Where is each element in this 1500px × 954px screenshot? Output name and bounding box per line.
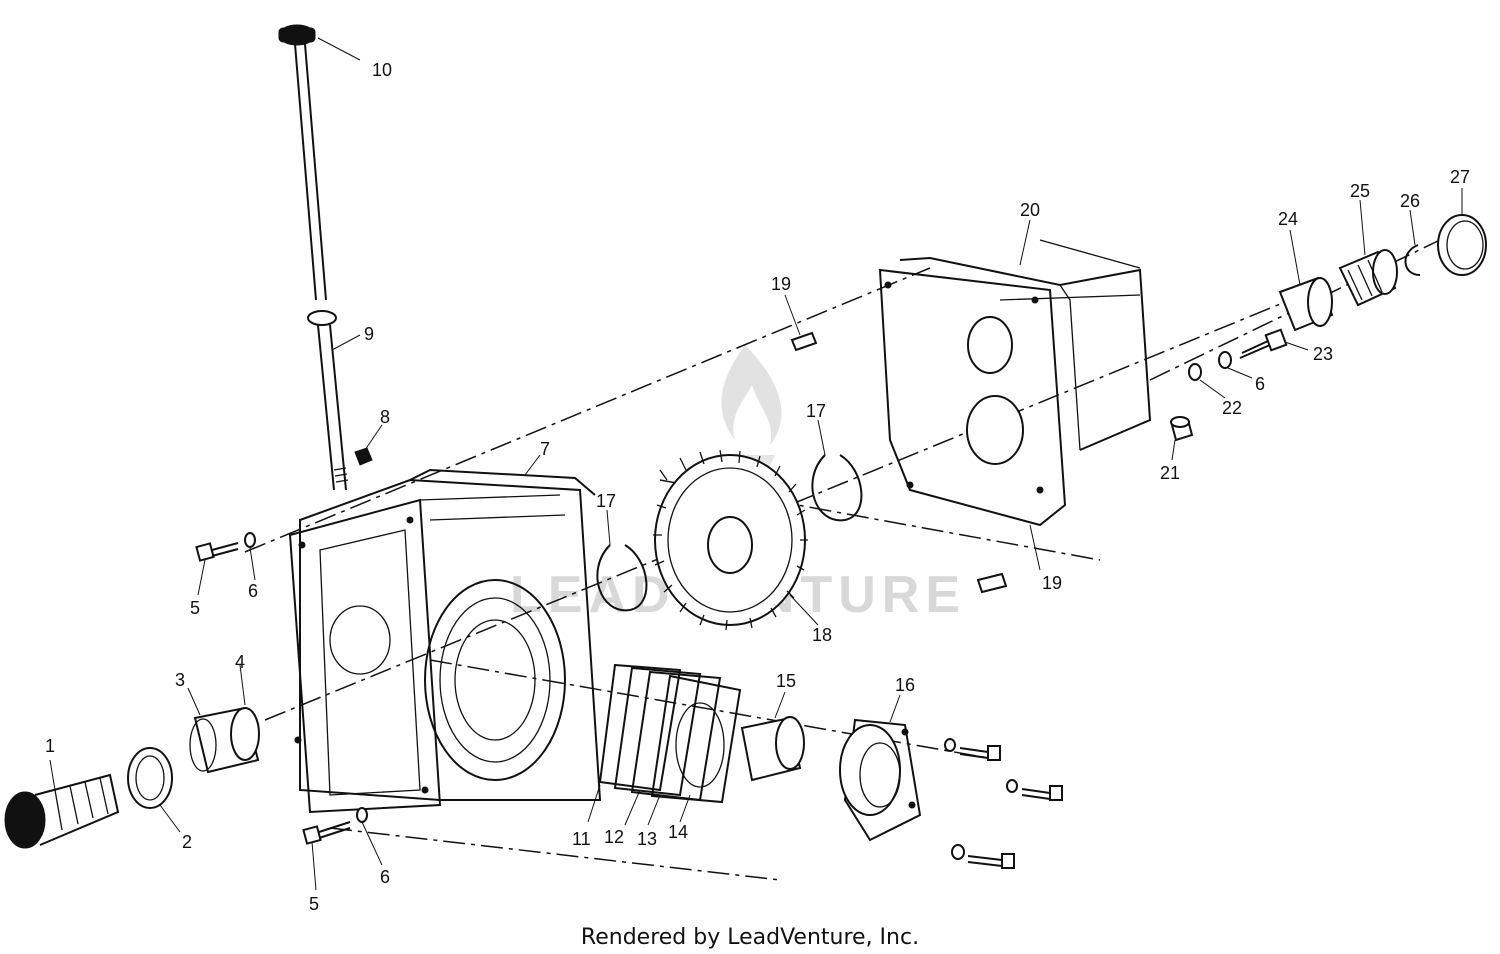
front-housing-part-7	[288, 468, 602, 814]
clip-part-17-right	[811, 454, 863, 522]
label-2: 2	[182, 832, 192, 852]
label-9: 9	[364, 324, 374, 344]
cup-parts-3-4	[189, 706, 260, 774]
pin-part-19-lower	[976, 572, 1008, 594]
bolt-part-23	[1239, 328, 1288, 359]
label-5-lower: 5	[309, 894, 319, 914]
snap-ring-part-26	[1404, 244, 1421, 276]
part-labels: 10 9 8 7 5 6 5 6 1 2 3 4 17 17 18 19 19 …	[45, 60, 1470, 914]
footer-credit: Rendered by LeadVenture, Inc.	[581, 925, 919, 950]
label-12: 12	[604, 827, 624, 847]
label-20: 20	[1020, 200, 1040, 220]
plug-part-21	[1170, 416, 1194, 442]
gasket-stack-parts-11-14	[598, 663, 742, 804]
bolt-right-middle	[1006, 779, 1063, 801]
pinion-shaft-part-1	[4, 773, 120, 849]
bearing-part-2	[127, 747, 173, 809]
bolt-right-lower	[951, 844, 1015, 869]
label-10: 10	[372, 60, 392, 80]
label-3: 3	[175, 670, 185, 690]
label-27: 27	[1450, 167, 1470, 187]
plug-part-8	[354, 447, 373, 466]
clip-part-17-left	[596, 544, 648, 612]
pin-part-19-upper	[790, 331, 818, 352]
label-21: 21	[1160, 463, 1180, 483]
label-15: 15	[776, 671, 796, 691]
label-23: 23	[1313, 344, 1333, 364]
rear-housing-part-20	[878, 239, 1152, 527]
cap-part-27	[1437, 214, 1487, 276]
bearing-cone-part-25	[1338, 249, 1398, 307]
label-18: 18	[812, 625, 832, 645]
label-8: 8	[380, 407, 390, 427]
washer-part-6-right	[1218, 351, 1232, 369]
label-5-upper: 5	[190, 598, 200, 618]
label-13: 13	[637, 829, 657, 849]
label-4: 4	[235, 652, 245, 672]
label-16: 16	[895, 675, 915, 695]
label-25: 25	[1350, 181, 1370, 201]
label-11: 11	[572, 829, 591, 849]
washer-part-22	[1188, 363, 1202, 381]
label-17-right: 17	[806, 401, 826, 421]
label-19-lower: 19	[1042, 573, 1062, 593]
bolt-upper-left	[195, 532, 256, 562]
label-17-left: 17	[596, 491, 616, 511]
bolt-lower-left	[302, 807, 368, 845]
label-6-upper: 6	[248, 581, 258, 601]
label-6-right: 6	[1255, 374, 1265, 394]
label-6-lower: 6	[380, 867, 390, 887]
bearing-cup-part-15	[740, 716, 805, 782]
bolt-right-upper	[944, 738, 1001, 761]
label-22: 22	[1222, 398, 1242, 418]
label-26: 26	[1400, 191, 1420, 211]
label-1: 1	[45, 736, 55, 756]
leader-lines	[49, 37, 1463, 891]
dipstick-assembly	[278, 24, 349, 491]
cup-part-24	[1278, 276, 1334, 332]
label-19-upper: 19	[771, 274, 791, 294]
bearing-retainer-part-16	[839, 718, 922, 842]
spur-gear-part-18	[653, 449, 808, 631]
label-24: 24	[1278, 209, 1298, 229]
label-14: 14	[668, 822, 688, 842]
label-7: 7	[540, 439, 550, 459]
